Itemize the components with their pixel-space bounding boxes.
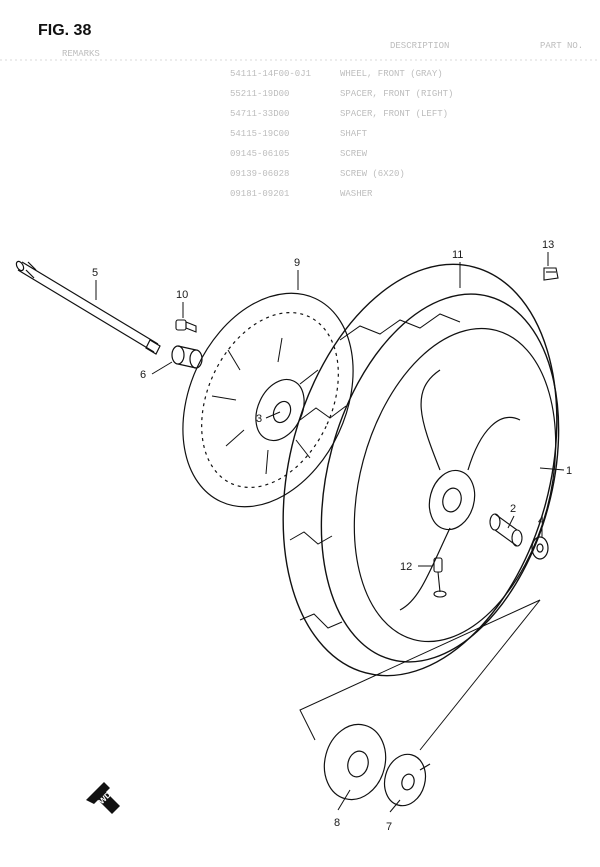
parts-table-row-description: SPACER, FRONT (RIGHT) bbox=[340, 89, 453, 99]
tire bbox=[282, 263, 560, 677]
callout-3: 3 bbox=[256, 413, 262, 425]
screw-part bbox=[175, 319, 197, 333]
parts-table-row-partno: 54115-19C00 bbox=[230, 129, 289, 139]
callout-7: 7 bbox=[386, 821, 392, 833]
parts-table-row-description: SPACER, FRONT (LEFT) bbox=[340, 109, 448, 119]
valve-cap-part bbox=[543, 267, 559, 281]
parts-table-row-description: WHEEL, FRONT (GRAY) bbox=[340, 69, 443, 79]
fwd-arrow-icon: FWD bbox=[86, 782, 120, 814]
parts-table-row-description: SCREW (6X20) bbox=[340, 169, 405, 179]
valve-part bbox=[433, 557, 447, 598]
projection-lines bbox=[299, 599, 541, 751]
callout-2: 2 bbox=[510, 503, 516, 515]
collar-part bbox=[489, 513, 523, 547]
brake-disc bbox=[182, 292, 354, 508]
wheel-rim bbox=[353, 327, 557, 643]
callout-9: 9 bbox=[294, 257, 300, 269]
callout-12: 12 bbox=[400, 561, 412, 573]
callout-11: 11 bbox=[452, 249, 463, 261]
parts-table-row-partno: 09139-06028 bbox=[230, 169, 289, 179]
axle-shaft bbox=[15, 260, 161, 355]
callout-6: 6 bbox=[140, 369, 146, 381]
parts-table-row-partno: 54711-33D00 bbox=[230, 109, 289, 119]
callout-labels: 5 10 6 9 3 11 13 1 2 4 12 8 7 bbox=[92, 239, 572, 833]
spacer-part bbox=[171, 345, 203, 369]
parts-table-row-description: SCREW bbox=[340, 149, 368, 159]
parts-table-row-partno: 09181-09201 bbox=[230, 189, 289, 199]
parts-table-row-description: SHAFT bbox=[340, 129, 368, 139]
callout-10: 10 bbox=[176, 289, 188, 301]
parts-table-header-description: DESCRIPTION bbox=[390, 41, 449, 51]
parts-table-row-description: WASHER bbox=[340, 189, 373, 199]
figure-title: FIG. 38 bbox=[38, 22, 91, 39]
callout-13: 13 bbox=[542, 239, 554, 251]
callout-5: 5 bbox=[92, 267, 98, 279]
parts-table-header-partno: PART NO. bbox=[540, 41, 583, 51]
parts-table-row-partno: 55211-19D00 bbox=[230, 89, 289, 99]
hub-retainer bbox=[383, 753, 431, 807]
callout-4: 4 bbox=[538, 515, 544, 527]
callout-1: 1 bbox=[566, 465, 572, 477]
hub-dust-seal bbox=[323, 723, 387, 801]
parts-table-row-partno: 54111-14F00-0J1 bbox=[230, 69, 311, 79]
figure-subtitle: REMARKS bbox=[62, 49, 100, 59]
callout-leaders bbox=[95, 252, 565, 813]
parts-table-ghost: PART NO. DESCRIPTION 54111-14F00-0J1 WHE… bbox=[0, 41, 600, 199]
callout-8: 8 bbox=[334, 817, 340, 829]
washer-part bbox=[531, 536, 549, 560]
parts-table-row-partno: 09145-06105 bbox=[230, 149, 289, 159]
